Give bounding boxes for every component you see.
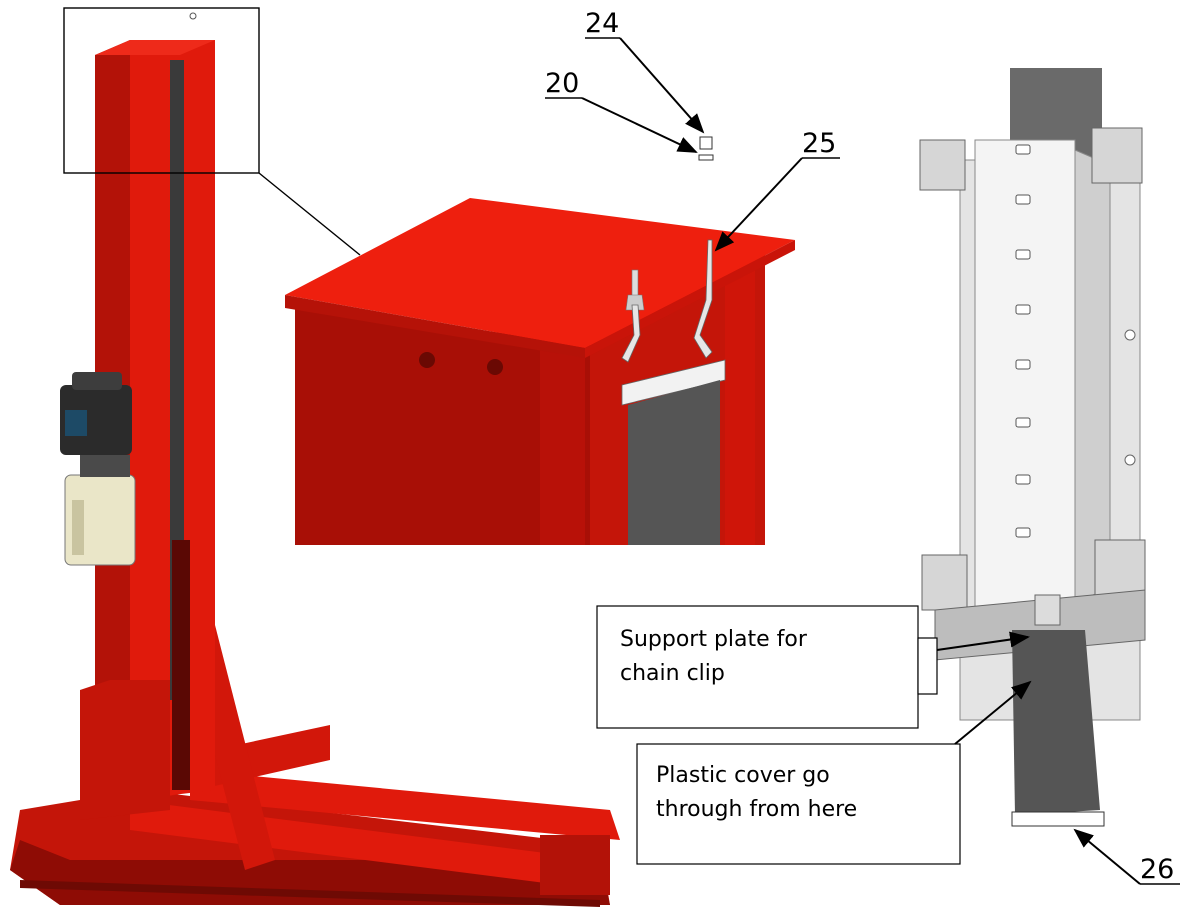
side-hole-2 <box>1124 454 1136 466</box>
callout-number: 24 <box>585 8 619 39</box>
callout-arrow <box>581 97 698 153</box>
note-bracket-tab <box>917 637 938 695</box>
callout-number: 20 <box>545 68 579 99</box>
plastic-cover-arrow <box>954 680 1032 745</box>
callout-26: 26 <box>1073 828 1180 885</box>
part-24-nut <box>699 136 713 150</box>
slot <box>1015 194 1031 205</box>
detail-leader-line <box>258 172 361 256</box>
power-unit <box>60 372 136 566</box>
motor-cap <box>72 372 122 390</box>
side-hole-1 <box>1124 329 1136 341</box>
column-top <box>95 40 215 55</box>
slot-column <box>1015 144 1031 538</box>
motor-junction-box <box>65 410 87 436</box>
cover-clip-plate <box>621 359 726 406</box>
column-top-detail <box>285 198 795 545</box>
callout-20: 20 <box>545 68 698 153</box>
callout-arrow <box>714 157 803 252</box>
carriage-detail <box>919 68 1146 827</box>
mount-hole-1 <box>419 352 435 368</box>
note-box <box>596 605 919 729</box>
slot <box>1015 359 1031 370</box>
column-lower-shroud <box>80 680 170 820</box>
tank-window <box>72 500 84 555</box>
plastic-cover-lower <box>1012 630 1100 815</box>
note-box <box>636 743 961 865</box>
base-teeth <box>20 880 600 907</box>
carriage-front-plate <box>974 139 1076 611</box>
support-plate <box>1034 594 1061 626</box>
column-corner-edge <box>540 335 585 545</box>
note-line: chain clip <box>620 661 725 686</box>
carriage-side-wall <box>1074 149 1111 601</box>
guide-block-bottom-left <box>921 554 968 611</box>
guide-block-top-left <box>919 139 966 191</box>
pump-block <box>80 455 130 477</box>
lift-column <box>10 40 620 907</box>
support-plate-arrow <box>936 631 1030 651</box>
note-plastic-cover: Plastic cover go through from here <box>636 743 961 865</box>
callout-24: 24 <box>585 8 705 134</box>
part-20-washer <box>698 154 714 161</box>
slot <box>1015 144 1031 155</box>
leg-rear-arm <box>190 770 620 840</box>
guide-block-top-right <box>1091 127 1143 184</box>
slot <box>1015 249 1031 260</box>
note-line: Support plate for <box>620 627 808 652</box>
guide-block-bottom-right <box>1094 539 1146 596</box>
column-wall-left <box>295 305 590 545</box>
mount-hole-2 <box>487 359 503 375</box>
chain-hook-left <box>621 304 641 363</box>
bolt-head <box>625 294 645 311</box>
note-line: through from here <box>656 797 857 822</box>
slot <box>1015 304 1031 315</box>
plastic-cover-strip <box>628 380 720 545</box>
top-plate <box>285 198 795 348</box>
note-line: Plastic cover go <box>656 763 830 788</box>
note-support-plate: Support plate for chain clip <box>596 605 938 729</box>
detail-frame <box>63 7 260 174</box>
motor <box>60 385 132 455</box>
column-chain-track <box>172 540 190 790</box>
column-corner-edge-right <box>725 260 755 545</box>
slot <box>1015 527 1031 538</box>
callout-arrow <box>619 37 705 134</box>
leg-end-block <box>540 835 610 895</box>
callout-number: 26 <box>1140 854 1174 885</box>
slot <box>1015 417 1031 428</box>
callout-number: 25 <box>802 128 836 159</box>
column-top-bolt-dot <box>189 12 197 20</box>
callout-arrow <box>1073 828 1141 885</box>
callout-25: 25 <box>714 128 840 252</box>
cover-end-plate <box>1011 811 1105 827</box>
top-plate-edge <box>285 295 585 358</box>
chain-hook <box>693 239 713 359</box>
slot <box>1015 474 1031 485</box>
